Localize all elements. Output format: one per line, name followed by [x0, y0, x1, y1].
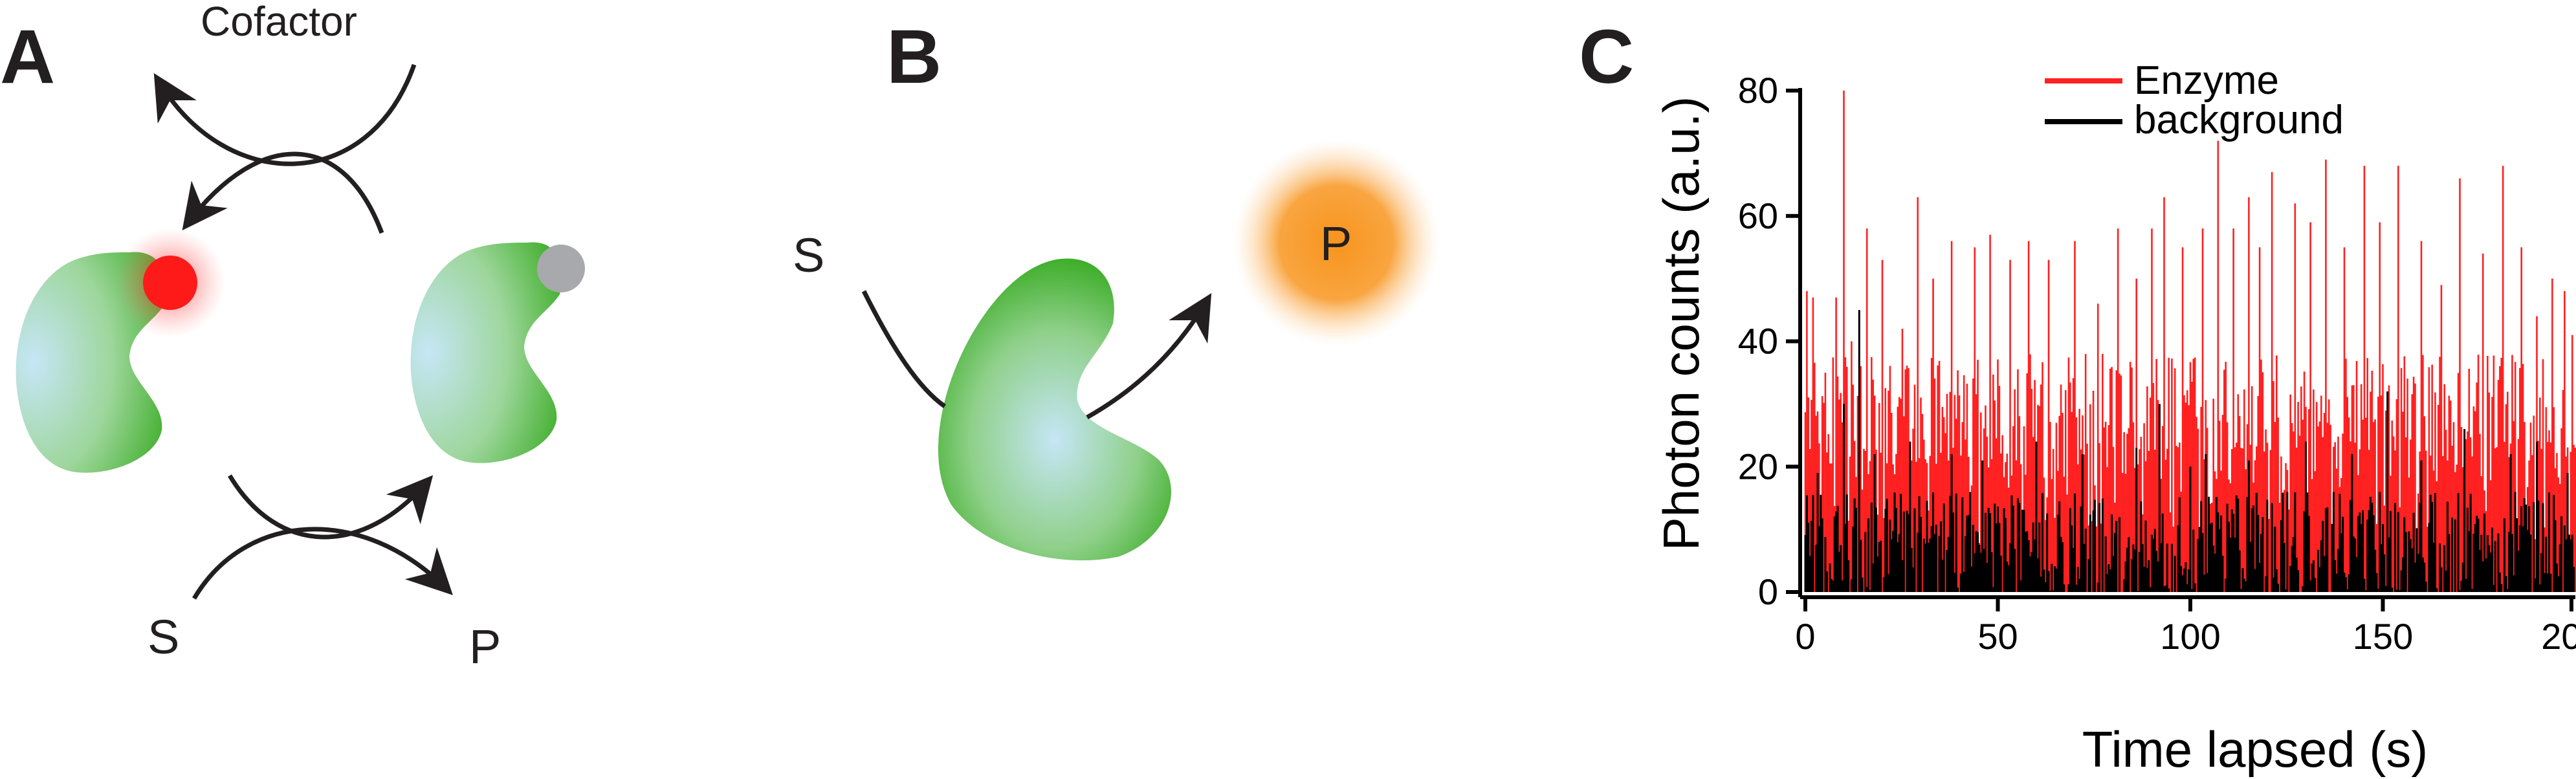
substrate-path — [861, 290, 947, 408]
cofactor-release-arrow — [153, 63, 417, 166]
inactive-cofactor — [537, 245, 585, 292]
photon-count-plot — [1804, 91, 2576, 592]
y-tick-label: 0 — [1758, 571, 1778, 612]
cofactor-binding-arrow — [182, 151, 384, 234]
x-tick-label: 150 — [2353, 616, 2413, 657]
panel-b: B S P — [793, 14, 1440, 561]
reaction-arrow — [228, 474, 434, 540]
panel-a: A Cofactor S P — [0, 0, 585, 674]
legend: Enzyme background — [2045, 58, 2344, 142]
panel-a-letter: A — [0, 14, 55, 100]
panel-c: C 0 20 40 60 80 0 50 100 150 200 Photon counts (a… — [1579, 14, 2576, 778]
product-release-arrow — [1086, 292, 1212, 420]
x-tick-label: 100 — [2160, 616, 2220, 657]
active-cofactor — [143, 256, 197, 310]
panel-c-letter: C — [1579, 14, 1634, 100]
product-label: P — [1320, 217, 1352, 270]
substrate-label: S — [148, 610, 179, 664]
background-trace — [1804, 310, 2575, 592]
panel-b-letter: B — [886, 14, 941, 100]
product-label: P — [469, 620, 501, 674]
substrate-label: S — [793, 228, 824, 282]
product-glow — [1233, 139, 1440, 346]
legend-label-background: background — [2134, 98, 2344, 142]
x-tick-label: 50 — [1977, 616, 2018, 657]
x-tick-label: 200 — [2541, 616, 2576, 657]
y-tick-label: 40 — [1738, 321, 1778, 362]
x-tick-label: 0 — [1795, 616, 1815, 657]
reaction-arrow — [192, 527, 453, 600]
y-tick-label: 60 — [1738, 195, 1778, 236]
y-axis-title: Photon counts (a.u.) — [1653, 96, 1710, 551]
y-tick-label: 20 — [1738, 446, 1778, 487]
enzyme-shape — [410, 242, 562, 463]
x-axis-title: Time lapsed (s) — [2082, 721, 2428, 778]
cofactor-label: Cofactor — [201, 0, 357, 45]
legend-label-enzyme: Enzyme — [2134, 58, 2279, 103]
enzyme-shape — [938, 258, 1171, 561]
y-tick-label: 80 — [1738, 70, 1778, 111]
chart-axes: 0 20 40 60 80 0 50 100 150 200 — [1738, 70, 2576, 657]
